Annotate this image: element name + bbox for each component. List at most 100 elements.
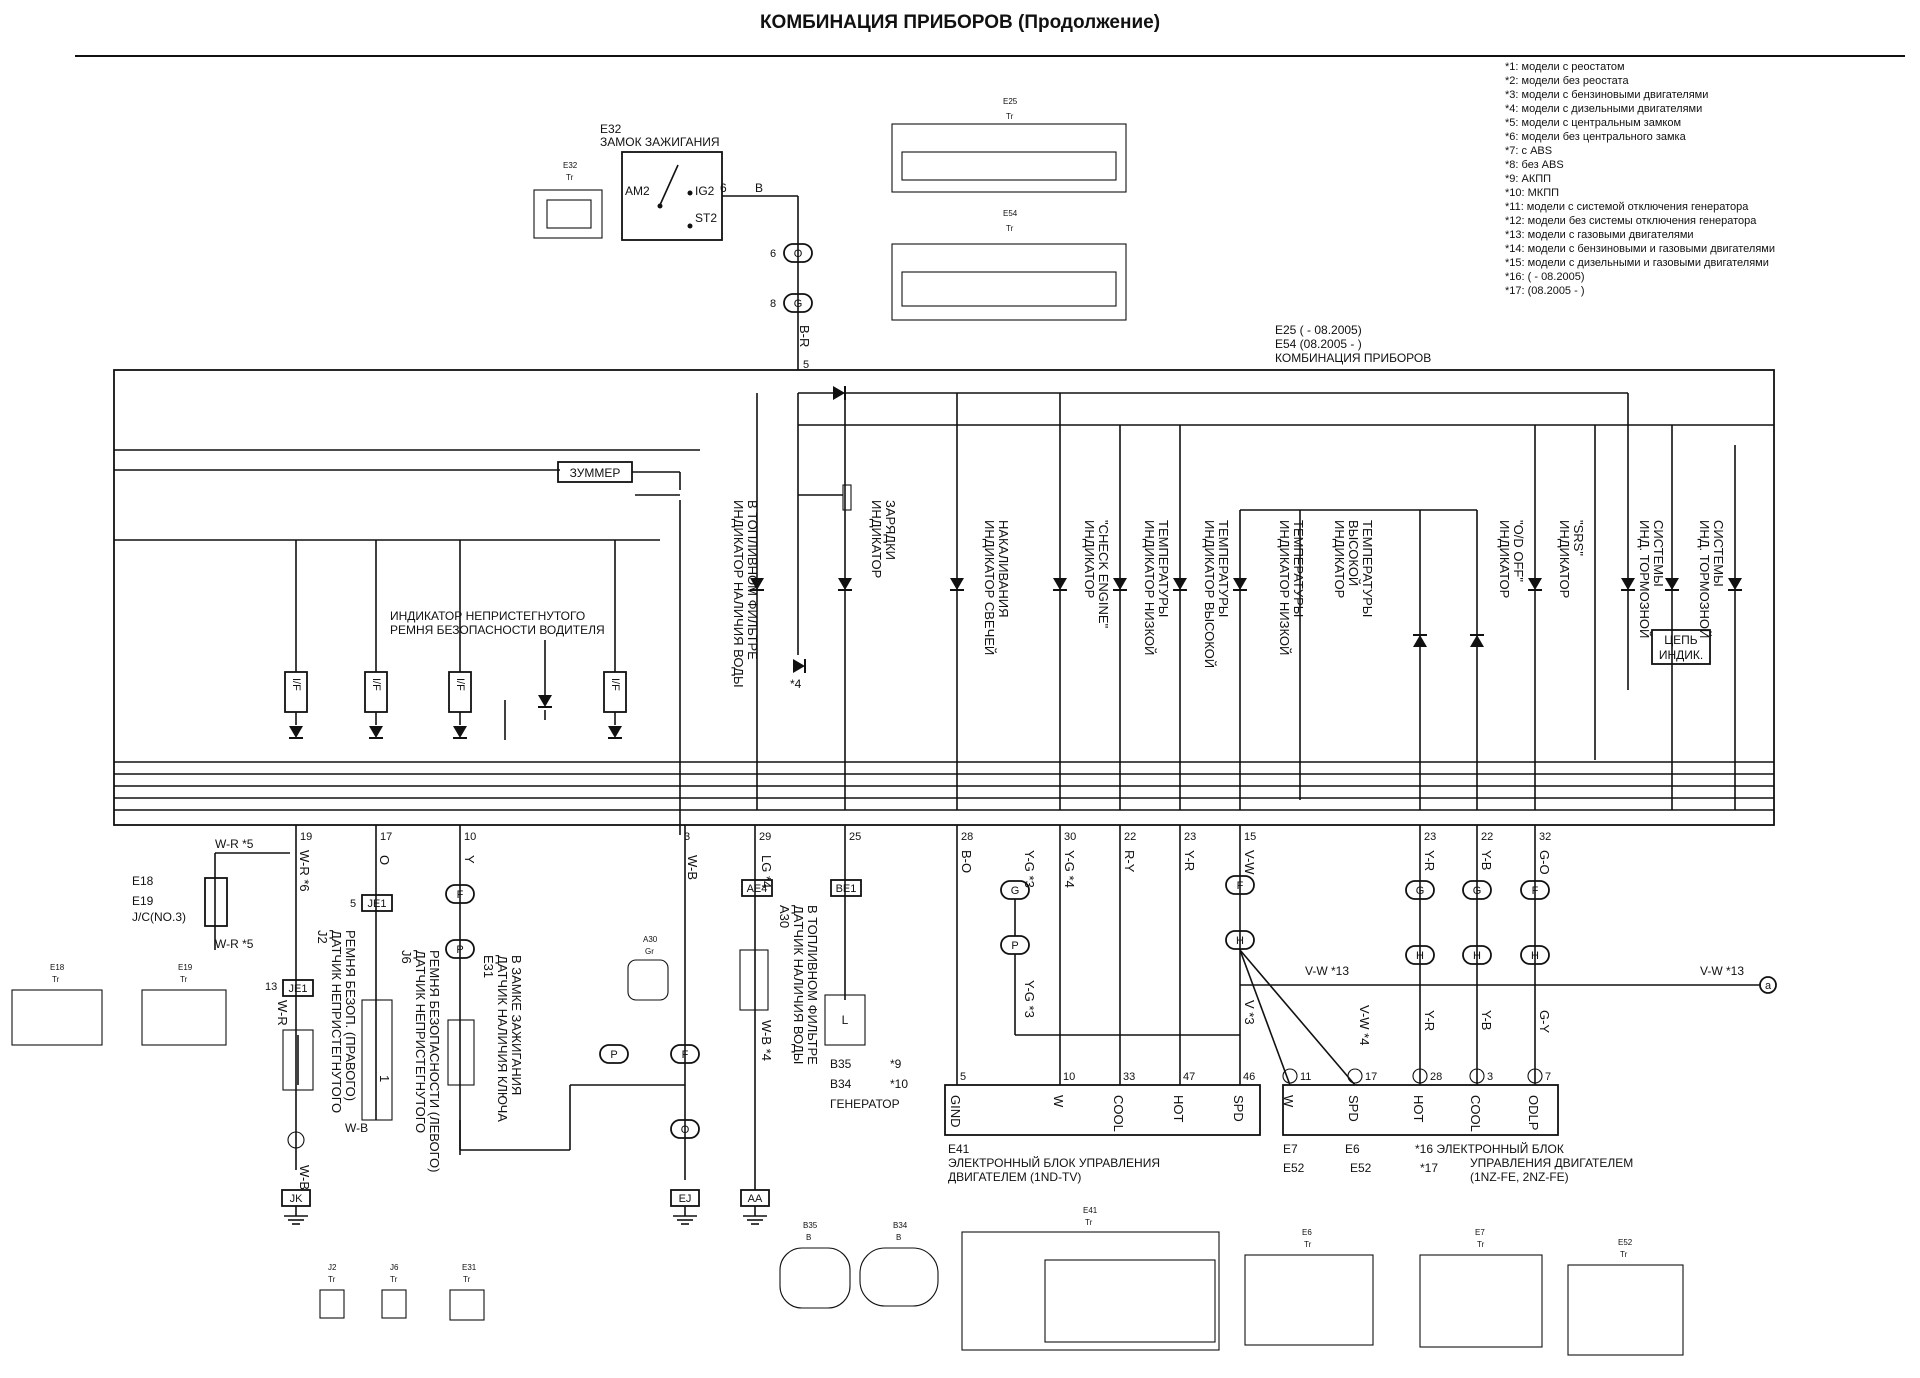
cluster-pin-2: 10	[464, 831, 476, 843]
bubble-label-2: F	[1237, 880, 1244, 892]
svg-text:Tr: Tr	[180, 975, 188, 984]
bubble-label-4: G	[1416, 885, 1425, 897]
label-ce_1: ИНДИКАТОР	[1082, 520, 1097, 598]
ground-symbol-2	[742, 1205, 768, 1225]
cluster-pin-10: 15	[1244, 831, 1256, 843]
svg-text:E19: E19	[178, 963, 193, 972]
svg-text:O: O	[794, 248, 803, 260]
wire-w-b-left: W-B	[345, 1121, 368, 1135]
indicator-diode-7	[1232, 577, 1248, 591]
label-charge_1: ИНДИКАТОР	[869, 500, 884, 578]
svg-text:E25: E25	[1003, 97, 1018, 106]
svg-text:Tr: Tr	[390, 1275, 398, 1284]
pin-ig2: IG2	[695, 184, 715, 198]
footnote-14: *14: модели с бензиновыми и газовыми дви…	[1505, 243, 1775, 255]
ecu2-pin-3	[1469, 1068, 1485, 1084]
label-brake2_2: СИСТЕМЫ	[1711, 520, 1726, 587]
ecu2-num-4: 7	[1545, 1071, 1551, 1083]
svg-text:P: P	[456, 944, 463, 956]
sensor-j2-name2: РЕМНЯ БЕЗОП. (ПРАВОГО)	[343, 930, 358, 1101]
wire-b-r: B-R	[797, 325, 812, 347]
footnote-10: *10: МКПП	[1505, 187, 1559, 199]
label-brake_2: СИСТЕМЫ	[1651, 520, 1666, 587]
wire-y-r2: Y-R	[1422, 850, 1437, 871]
bubble-label-0: G	[1011, 885, 1020, 897]
ecu1-name1: ЭЛЕКТРОННЫЙ БЛОК УПРАВЛЕНИЯ	[948, 1155, 1160, 1170]
footnote-12: *12: модели без системы отключения генер…	[1505, 215, 1757, 227]
ecu2-l5: E52	[1283, 1161, 1305, 1175]
ig2-wire: B	[755, 181, 763, 195]
wire-g-y: G-Y	[1537, 1010, 1552, 1033]
ignition-switch: E32 ЗАМОК ЗАЖИГАНИЯ AM2 IG2 ST2 6 B	[600, 122, 799, 370]
label-ce_2: "CHECK ENGINE"	[1096, 520, 1111, 629]
indicator-diode-9	[1412, 634, 1428, 648]
svg-text:Tr: Tr	[1620, 1250, 1628, 1259]
if-label-0: I/F	[290, 678, 302, 691]
bubble-8	[1462, 945, 1492, 965]
bubble-6	[1520, 880, 1550, 900]
wire-r-y: R-Y	[1122, 850, 1137, 873]
conn-jc: J/C(NO.3)	[132, 910, 186, 924]
ecu2-term-0: W	[1281, 1095, 1296, 1108]
svg-text:A30: A30	[643, 935, 658, 944]
svg-text:5: 5	[803, 359, 809, 371]
svg-text:Tr: Tr	[1477, 1240, 1485, 1249]
svg-text:E32: E32	[563, 161, 578, 170]
label-lowt2_2: ТЕМПЕРАТУРЫ	[1291, 520, 1306, 617]
wire-b-o: B-O	[959, 850, 974, 873]
svg-text:Tr: Tr	[328, 1275, 336, 1284]
ecu2-l2: E6	[1345, 1142, 1360, 1156]
ecu2-num-2: 28	[1430, 1071, 1442, 1083]
label-lowt2_1: ИНДИКАТОР НИЗКОЙ	[1277, 520, 1292, 655]
footnote-4: *4: модели с дизельными двигателями	[1505, 103, 1702, 115]
conn-ae4: AE4	[747, 883, 768, 895]
seatbelt-line1: ИНДИКАТОР НЕПРИСТЕГНУТОГО	[390, 609, 585, 623]
wire-vw13-b: V-W *13	[1700, 964, 1744, 978]
bubble-3	[1225, 930, 1255, 950]
indicator-diode-10	[1469, 634, 1485, 648]
cluster-pin-5: 25	[849, 831, 861, 843]
label-od_2: "O/D OFF"	[1511, 520, 1526, 582]
ig2-pin-number: 6	[720, 181, 727, 195]
sensor-e31-name1: ДАТЧИК НАЛИЧИЯ КЛЮЧА	[495, 955, 510, 1122]
bubble-9	[1520, 945, 1550, 965]
gen-note9: *9	[890, 1057, 902, 1071]
ground-symbol-1	[672, 1205, 698, 1225]
svg-text:5: 5	[350, 898, 356, 910]
if-diode-3	[607, 725, 623, 739]
ecu2-l1: E7	[1283, 1142, 1298, 1156]
ecu1-name2: ДВИГАТЕЛЕМ (1ND-TV)	[948, 1170, 1081, 1184]
label-srs_2: "SRS"	[1571, 520, 1586, 556]
wire-v-w4: V-W *4	[1357, 1005, 1372, 1045]
wire-y-g3b: Y-G *3	[1022, 980, 1037, 1018]
pin-am2: AM2	[625, 184, 650, 198]
indicator-diode-4	[1052, 577, 1068, 591]
wire-lg4: LG *4	[759, 855, 774, 888]
ecu2-pin-1	[1347, 1068, 1363, 1084]
ecu1-num-3: 47	[1183, 1071, 1195, 1083]
footnote-11: *11: модели с системой отключения генера…	[1505, 201, 1749, 213]
conn-e19: E19	[132, 894, 154, 908]
indicator-diode-2	[837, 577, 853, 591]
sensor-e31-name2: В ЗАМКЕ ЗАЖИГАНИЯ	[509, 955, 524, 1095]
indicator-diode-13	[1620, 577, 1636, 591]
sensor-a30-code: A30	[777, 905, 792, 928]
ecu2-term-2: HOT	[1411, 1095, 1426, 1123]
circuit-indicator-box	[1651, 629, 1711, 665]
lower-left-circuit: W-R *6 W-R *5 W-R *5 E18 E19 J/C(NO.3) J…	[132, 825, 866, 1225]
cluster-pin-13: 32	[1539, 831, 1551, 843]
svg-text:J6: J6	[390, 1263, 399, 1272]
label-hight2_1: ИНДИКАТОР	[1332, 520, 1347, 598]
wire-y-r: Y-R	[1182, 850, 1197, 871]
indicator-diode-14	[1664, 577, 1680, 591]
if-diode-2	[452, 725, 468, 739]
footnote-2: *2: модели без реостата	[1505, 75, 1629, 87]
bubble-label-6: F	[1532, 885, 1539, 897]
diode-star4: *4	[790, 677, 802, 691]
svg-text:E6: E6	[1302, 1228, 1312, 1237]
buzzer-label: ЗУММЕР	[570, 466, 621, 480]
ecu1-box	[944, 1084, 1261, 1136]
ecu1-num-1: 10	[1063, 1071, 1075, 1083]
cluster-line1: E25 ( - 08.2005)	[1275, 323, 1362, 337]
indicator-diode-6	[1172, 577, 1188, 591]
